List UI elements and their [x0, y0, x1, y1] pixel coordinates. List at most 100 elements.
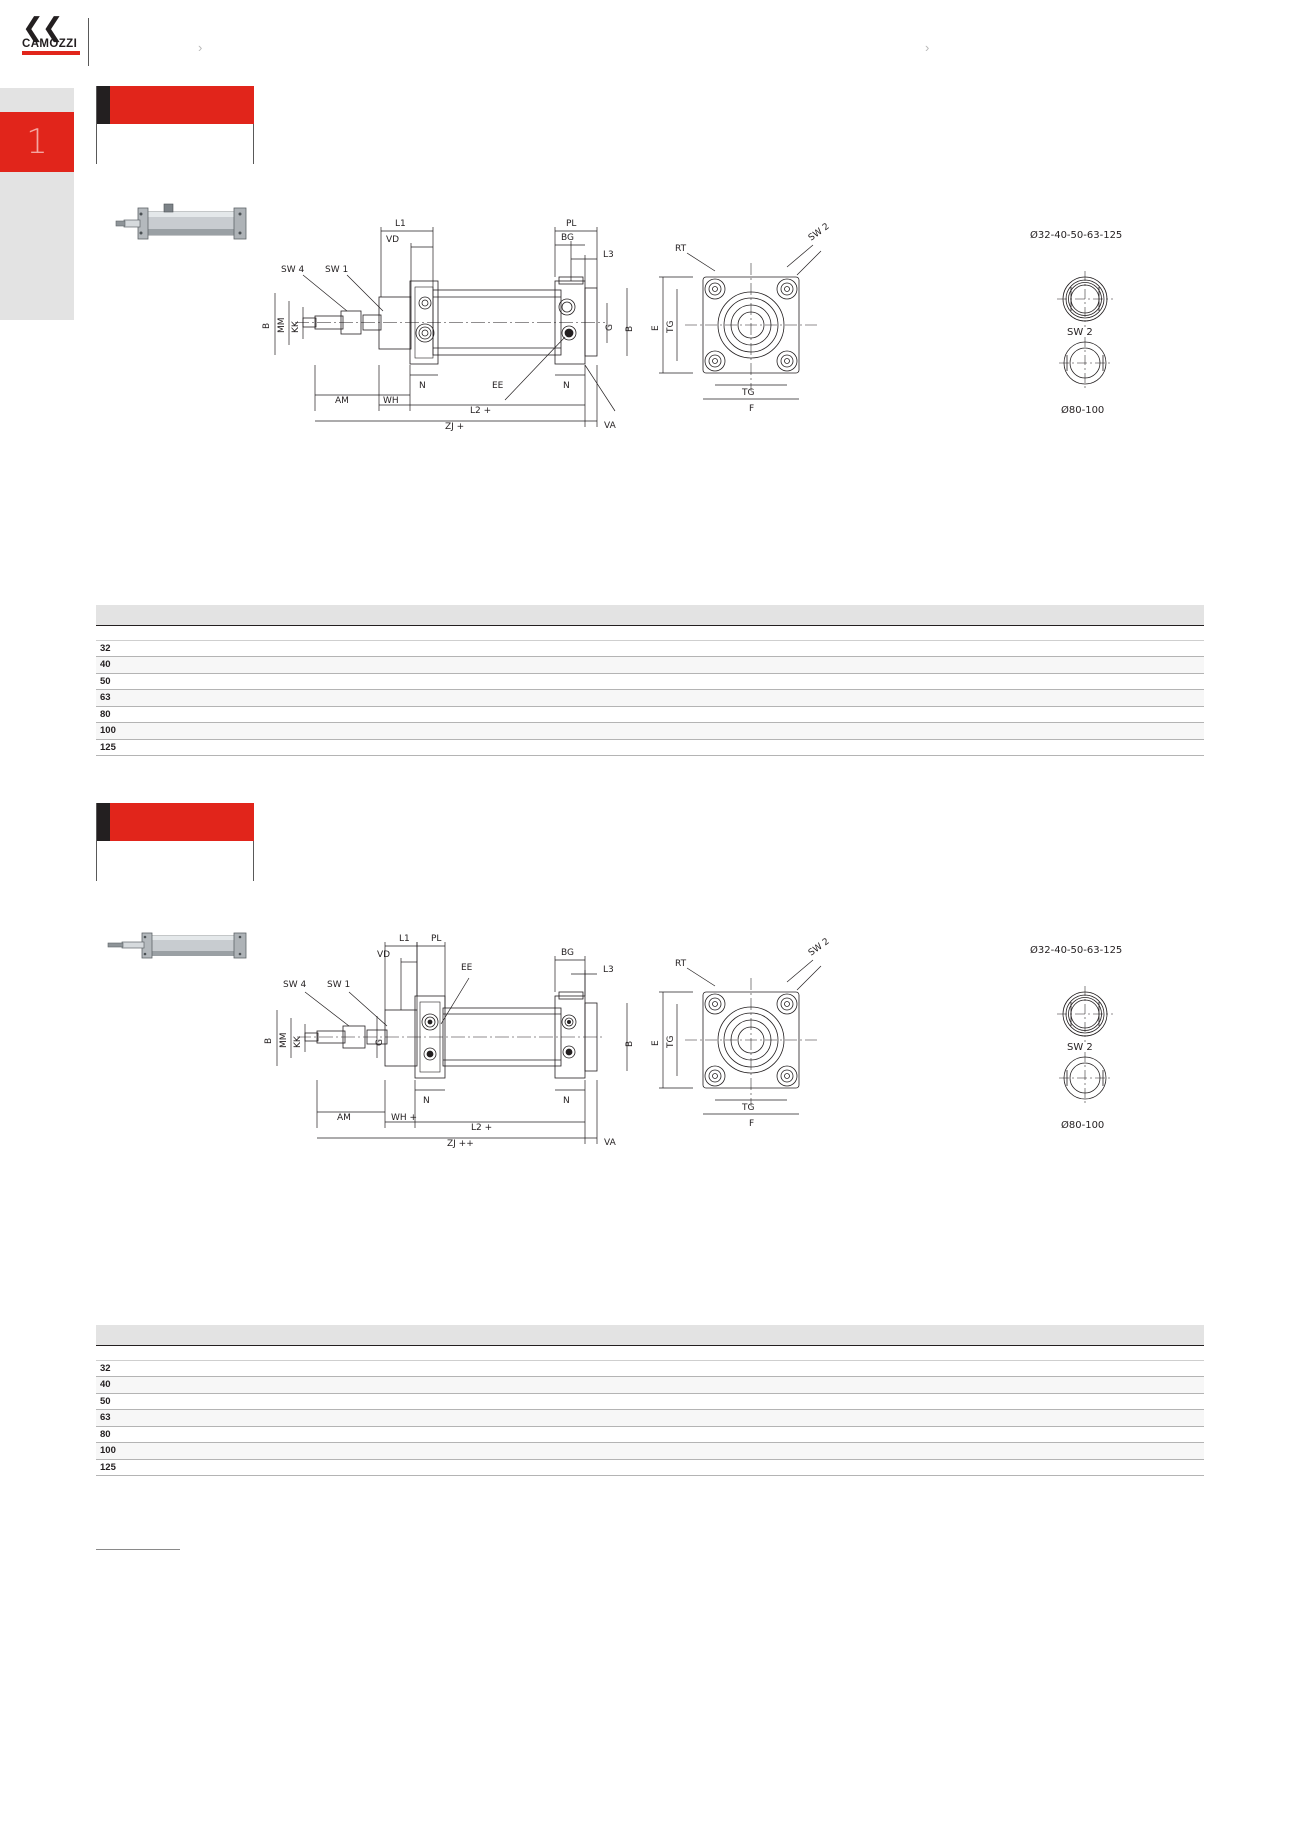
- table-1-row-5-col-4: [612, 722, 687, 740]
- table-2-row-0-col-11: [1130, 1360, 1204, 1377]
- table-1-row-0-col-8: [908, 640, 983, 657]
- table-1-row-6-col-10: [1056, 739, 1131, 756]
- table-1-row-3-col-4: [612, 689, 687, 707]
- table-1-row-0-col-3: [538, 640, 613, 657]
- table-2-row-3-col-0: [316, 1409, 391, 1427]
- table-2-row-4-col-9: [982, 1426, 1057, 1443]
- table-row: 80: [96, 706, 1204, 723]
- left-rail: ❮❮ CAMOZZI 1: [0, 0, 86, 1839]
- table-2-row-3-col-5: [686, 1409, 761, 1427]
- table-2-row-6-col-9: [982, 1459, 1057, 1476]
- table-2-row-1-bore: 40: [96, 1376, 317, 1394]
- table-2-row-6-col-0: [316, 1459, 391, 1476]
- label-b-left: B: [264, 1038, 274, 1044]
- table-row: 32: [96, 640, 1204, 657]
- table-2-group-header-6: [686, 1325, 761, 1345]
- table-1-row-5-col-2: [464, 722, 539, 740]
- label-dia-large: Ø80-100: [1061, 404, 1104, 416]
- table-2-row-5-col-3: [538, 1442, 613, 1460]
- table-1-row-4-col-4: [612, 706, 687, 723]
- table-2-row-0-col-2: [464, 1360, 539, 1377]
- dimension-drawing-1: L1 VD PL BG L3 SW 4 SW 1 B MM KK N N EE …: [255, 215, 1215, 445]
- table-2-group-header-10: [982, 1325, 1057, 1345]
- table-1-row-2-col-10: [1056, 673, 1131, 690]
- table-1-row-6-bore: 125: [96, 739, 317, 756]
- table-1-row-1-col-5: [686, 656, 761, 674]
- table-2-row-1-col-4: [612, 1376, 687, 1394]
- label-wh: WH: [383, 396, 399, 406]
- section-1-frame-right: [253, 124, 254, 164]
- label-l2: L2 +: [470, 406, 491, 416]
- chapter-tab-grey-top: [0, 88, 74, 112]
- table-2-row-0-col-5: [686, 1360, 761, 1377]
- table-2-row-0-col-1: [390, 1360, 465, 1377]
- table-1-group-header-11: [1056, 605, 1131, 625]
- table-1-row-5-col-0: [316, 722, 391, 740]
- table-2-column-12: [1130, 1344, 1204, 1361]
- table-1-column-0: [96, 624, 317, 641]
- label-b-right: B: [625, 1041, 635, 1047]
- table-1-row-3-bore: 63: [96, 689, 317, 707]
- label-sw2-caption: SW 2: [1067, 327, 1093, 338]
- table-2-row-1-col-9: [982, 1376, 1057, 1394]
- table-1-row-6-col-1: [390, 739, 465, 756]
- label-tg-horizontal: TG: [741, 388, 754, 398]
- table-2-group-header-5: [612, 1325, 687, 1345]
- label-ee: EE: [461, 963, 473, 973]
- table-1-row-4-col-5: [686, 706, 761, 723]
- table-1-row-6-col-8: [908, 739, 983, 756]
- label-e: E: [651, 325, 661, 331]
- table-2-row-3-col-7: [834, 1409, 909, 1427]
- table-2-row-5-col-5: [686, 1442, 761, 1460]
- table-2-group-header-row: [96, 1325, 1204, 1345]
- table-2-row-4-col-0: [316, 1426, 391, 1443]
- table-2-row-4-col-3: [538, 1426, 613, 1443]
- table-2-column-8: [834, 1344, 909, 1361]
- table-1-row-6-col-7: [834, 739, 909, 756]
- table-1-column-header-row: [96, 624, 1204, 641]
- table-2-group-header-7: [760, 1325, 835, 1345]
- table-2-row-2-col-9: [982, 1393, 1057, 1410]
- label-e: E: [651, 1040, 661, 1046]
- table-1-row-1-col-6: [760, 656, 835, 674]
- table-2-column-2: [390, 1344, 465, 1361]
- table-1-column-10: [982, 624, 1057, 641]
- table-1-group-header-7: [760, 605, 835, 625]
- product-photo-2: [100, 922, 255, 970]
- logo-wordmark: CAMOZZI: [22, 38, 78, 50]
- label-sw2-caption: SW 2: [1067, 1042, 1093, 1053]
- table-2-row-0-col-8: [908, 1360, 983, 1377]
- table-2-group-header-9: [908, 1325, 983, 1345]
- header-divider: [88, 18, 89, 66]
- table-1-group-header-0: [96, 605, 317, 625]
- table-2-row-4-col-2: [464, 1426, 539, 1443]
- table-1-row-5-col-6: [760, 722, 835, 740]
- table-2-row-2-col-3: [538, 1393, 613, 1410]
- table-2-row-6-col-10: [1056, 1459, 1131, 1476]
- label-dia-small: Ø32-40-50-63-125: [1030, 944, 1122, 956]
- table-1-row-5-col-9: [982, 722, 1057, 740]
- table-2-row-1-col-7: [834, 1376, 909, 1394]
- table-2-row-1-col-8: [908, 1376, 983, 1394]
- label-n-right: N: [563, 381, 570, 391]
- table-1-row-3-col-2: [464, 689, 539, 707]
- table-1-row-5-col-1: [390, 722, 465, 740]
- table-1-row-2-col-8: [908, 673, 983, 690]
- table-2-group-header-3: [464, 1325, 539, 1345]
- label-vd: VD: [377, 950, 390, 960]
- label-f: F: [749, 404, 754, 414]
- table-2-row-0-col-9: [982, 1360, 1057, 1377]
- chapter-tab-red: [0, 112, 74, 172]
- table-2-row-3-bore: 63: [96, 1409, 317, 1427]
- table-row: 63: [96, 689, 1204, 707]
- table-2-row-5-col-2: [464, 1442, 539, 1460]
- table-2-row-6-col-2: [464, 1459, 539, 1476]
- table-1-row-1-col-10: [1056, 656, 1131, 674]
- table-row: 40: [96, 656, 1204, 674]
- table-1-row-6-col-0: [316, 739, 391, 756]
- table-2-column-6: [686, 1344, 761, 1361]
- table-1-row-6-col-11: [1130, 739, 1204, 756]
- table-2-column-9: [908, 1344, 983, 1361]
- table-1-group-header-4: [538, 605, 613, 625]
- table-1-row-3-col-9: [982, 689, 1057, 707]
